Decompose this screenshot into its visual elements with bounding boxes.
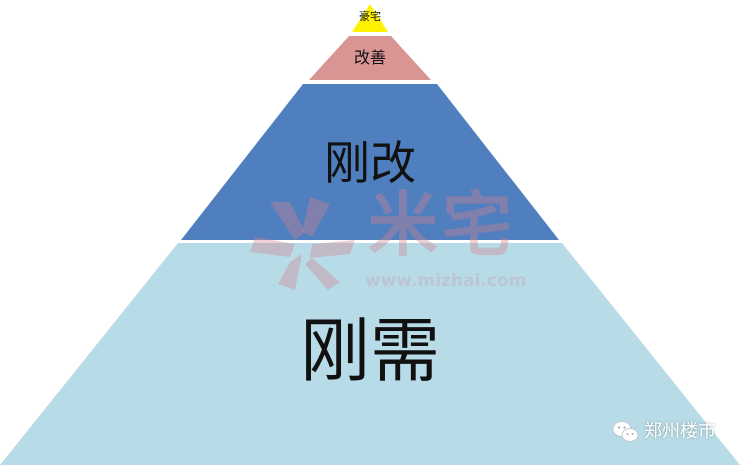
pyramid-layer-luxury — [352, 4, 388, 32]
pyramid-layer-rigid-demand — [0, 243, 740, 465]
source-credit-text: 郑州楼市 — [644, 421, 716, 442]
layer-label-rigid-improvement: 刚改 — [324, 136, 416, 190]
layer-label-luxury: 豪宅 — [359, 10, 381, 23]
pyramid-layer-improvement — [309, 36, 431, 80]
wechat-icon — [612, 421, 639, 442]
layer-label-improvement: 改善 — [353, 48, 387, 67]
source-credit: 郑州楼市 — [612, 420, 716, 444]
layer-label-rigid-demand: 刚需 — [300, 310, 440, 392]
pyramid-layer-rigid-improvement — [181, 84, 559, 240]
